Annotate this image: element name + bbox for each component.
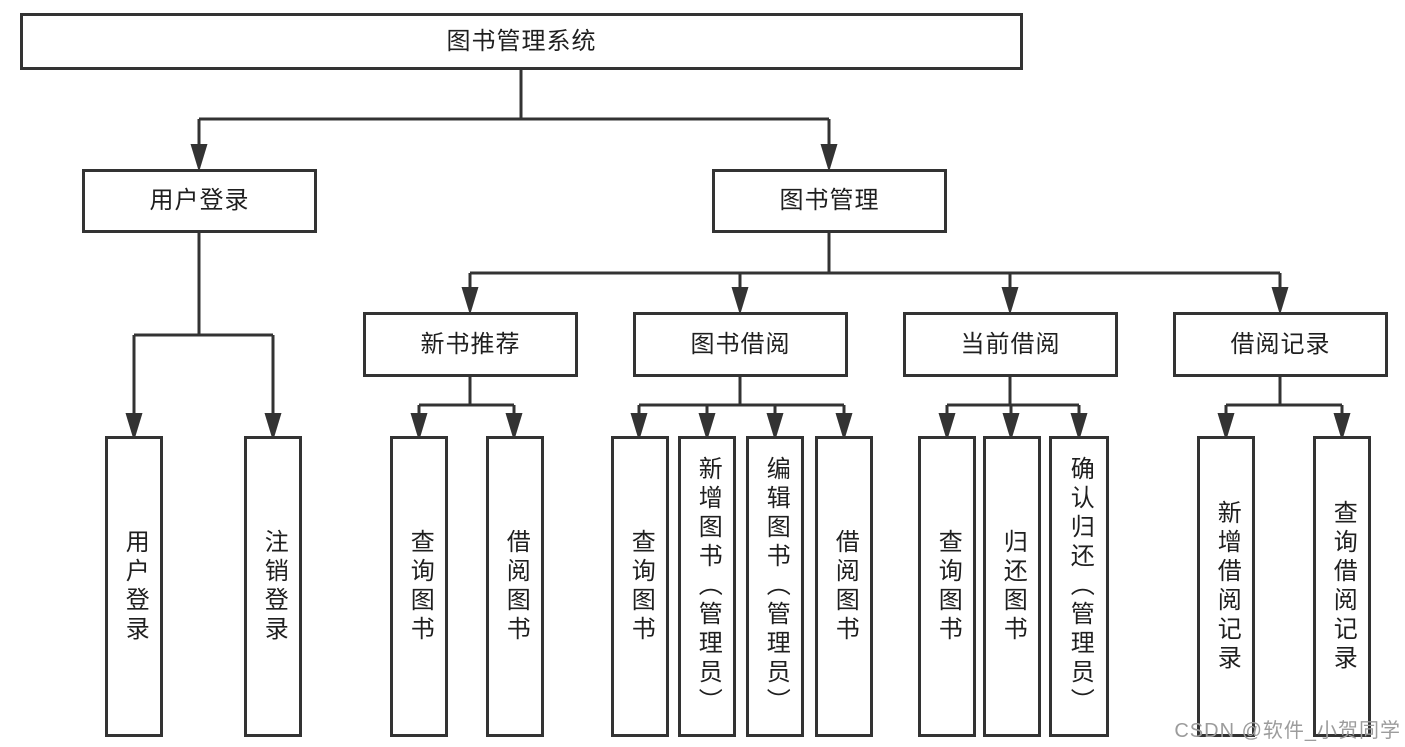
arrow-down-icon (190, 144, 208, 172)
leaf-records-add-record: 新增借阅记录 (1197, 436, 1255, 737)
leaf-borrow-query-books: 查询图书 (611, 436, 669, 737)
leaf-newbook-query-books: 查询图书 (390, 436, 448, 737)
arrow-down-icon (820, 144, 838, 172)
node-borrow-records: 借阅记录 (1173, 312, 1388, 377)
arrow-down-icon (1271, 287, 1289, 315)
leaf-current-confirm-return-admin: 确认归还（管理员） (1049, 436, 1109, 737)
node-book-borrow: 图书借阅 (633, 312, 848, 377)
leaf-borrow-edit-books-admin: 编辑图书（管理员） (746, 436, 804, 737)
csdn-watermark: CSDN @软件_小贺同学 (1174, 720, 1401, 742)
leaf-borrow-borrow-books: 借阅图书 (815, 436, 873, 737)
leaf-user-login: 用户登录 (105, 436, 163, 737)
node-current-borrow: 当前借阅 (903, 312, 1118, 377)
leaf-current-return-books: 归还图书 (983, 436, 1041, 737)
leaf-borrow-add-books-admin: 新增图书（管理员） (678, 436, 736, 737)
node-new-book-recommend: 新书推荐 (363, 312, 578, 377)
node-book-management: 图书管理 (712, 169, 947, 233)
leaf-logout: 注销登录 (244, 436, 302, 737)
arrow-down-icon (1001, 287, 1019, 315)
arrow-down-icon (461, 287, 479, 315)
node-user-login: 用户登录 (82, 169, 317, 233)
arrow-down-icon (731, 287, 749, 315)
node-root: 图书管理系统 (20, 13, 1023, 70)
leaf-newbook-borrow-books: 借阅图书 (486, 436, 544, 737)
leaf-records-query-record: 查询借阅记录 (1313, 436, 1371, 737)
leaf-current-query-books: 查询图书 (918, 436, 976, 737)
